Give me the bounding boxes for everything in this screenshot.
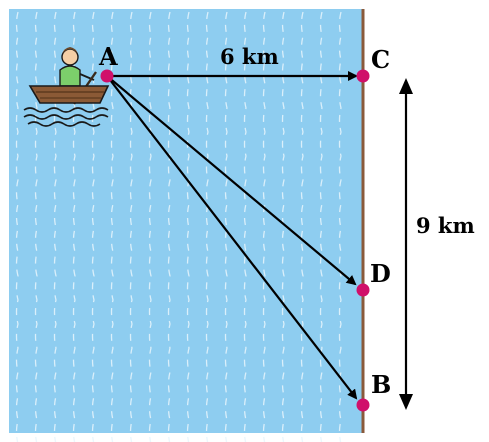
label-c: C	[371, 45, 390, 74]
point-a	[100, 69, 114, 83]
rowing-boat-icon	[23, 47, 110, 127]
label-d: D	[370, 259, 391, 288]
point-b	[356, 398, 370, 412]
point-c	[356, 69, 370, 83]
arrow-a-to-b	[106, 75, 358, 400]
point-d	[356, 283, 370, 297]
distance-cb-label: 9 km	[416, 213, 475, 238]
arrow-down-icon	[399, 394, 413, 410]
distance-ac-label: 6 km	[220, 44, 279, 69]
label-b: B	[371, 370, 391, 399]
arrow-a-to-d	[106, 75, 357, 286]
arrow-up-icon	[399, 78, 413, 94]
label-a: A	[98, 42, 118, 71]
